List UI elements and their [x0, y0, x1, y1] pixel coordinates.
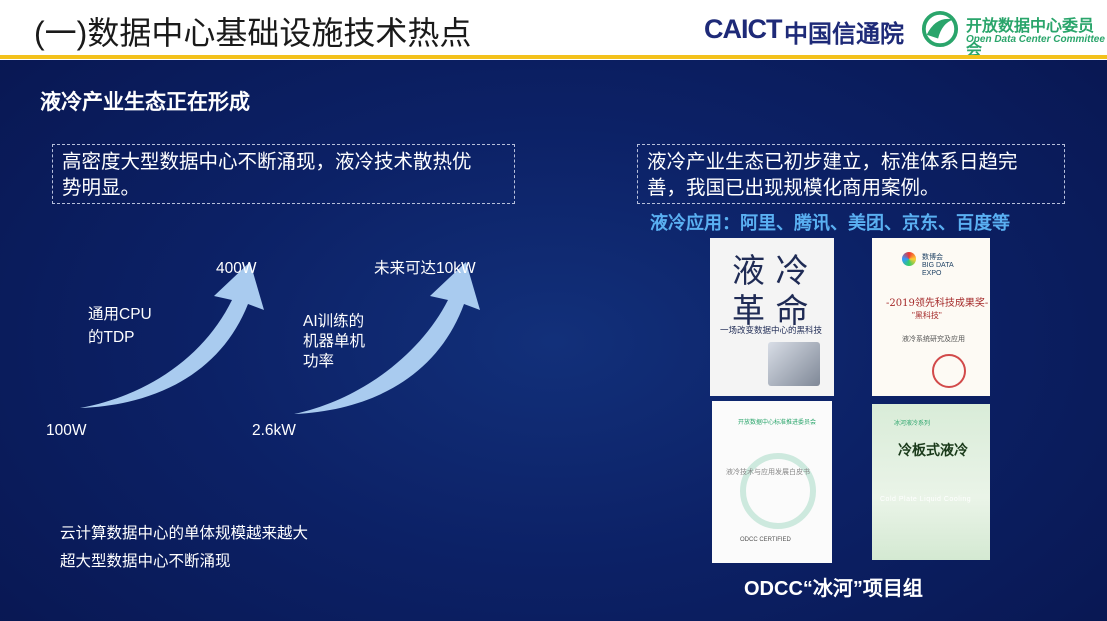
- arrow1-start-label: 100W: [46, 422, 87, 439]
- odcc-logo-icon: [921, 10, 959, 48]
- arrow-icon-cpu: [80, 262, 264, 408]
- book1-char1: 液: [732, 251, 765, 290]
- expo-label: 数博会 BIG DATA EXPO: [922, 254, 954, 277]
- ice-cube-image: [768, 342, 820, 386]
- book-cover-liquid-cooling-revolution: 液 冷 革 命 一场改变数据中心的黑科技: [710, 238, 834, 396]
- odcc-project-group-label: ODCC“冰河”项目组: [744, 578, 923, 600]
- award-subtitle: "黑科技": [912, 311, 942, 320]
- whitepaper-header: 开放数据中心标准推进委员会: [738, 420, 817, 426]
- left-statement-box: 高密度大型数据中心不断涌现，液冷技术散热优 势明显。: [52, 144, 515, 204]
- page-title: (一)数据中心基础设施技术热点: [34, 15, 472, 51]
- arrow2-end-label: 未来可达10kW: [374, 260, 476, 277]
- red-seal-icon: [932, 354, 966, 388]
- applications-line: 液冷应用：阿里、腾讯、美团、京东、百度等: [650, 213, 1010, 233]
- arrow1-desc-line2: 的TDP: [88, 329, 135, 346]
- award-title: -2019领先科技成果奖-: [886, 298, 989, 309]
- book1-char4: 命: [775, 291, 809, 330]
- arrow-icon-ai: [294, 262, 480, 414]
- arrow1-end-label: 400W: [216, 260, 257, 277]
- whitepaper-title: 液冷技术与应用发展白皮书: [726, 469, 810, 476]
- odcc-name: 开放数据中心委员会: [966, 18, 1095, 59]
- caict-logo: CAICT: [704, 14, 782, 44]
- odcc-certified-ring-icon: [740, 453, 816, 529]
- left-statement-line1: 高密度大型数据中心不断涌现，液冷技术散热优: [62, 151, 472, 173]
- header-divider: [0, 55, 1107, 59]
- header-bar: (一)数据中心基础设施技术热点 CAICT 中国信通院 开放数据中心委员会 Op…: [0, 0, 1107, 60]
- cold-plate-series: 冰河液冷系列: [894, 421, 931, 427]
- book1-char3: 革: [732, 291, 765, 330]
- right-statement-line2: 善，我国已出现规模化商用案例。: [647, 177, 940, 199]
- bottom-note-1: 云计算数据中心的单体规模越来越大: [60, 525, 309, 542]
- arrow2-desc-line1: AI训练的: [303, 313, 365, 330]
- award-project: 液冷系统研究及应用: [902, 336, 965, 343]
- cold-plate-title: 冷板式液冷: [898, 442, 968, 458]
- right-statement-box: 液冷产业生态已初步建立，标准体系日趋完 善，我国已出现规模化商用案例。: [637, 144, 1065, 204]
- big-data-expo-logo-icon: [902, 252, 916, 266]
- left-statement-line2: 势明显。: [62, 177, 141, 199]
- cold-plate-cover: 冰河液冷系列 冷板式液冷 Cold Plate Liquid Cooling: [872, 404, 990, 560]
- arrow2-desc-line3: 功率: [303, 353, 335, 370]
- book1-subtitle: 一场改变数据中心的黑科技: [720, 325, 823, 335]
- cold-plate-title-en: Cold Plate Liquid Cooling: [880, 496, 972, 503]
- arrow2-start-label: 2.6kW: [252, 422, 296, 439]
- bottom-note-2: 超大型数据中心不断涌现: [60, 553, 231, 570]
- caict-name: 中国信通院: [784, 21, 904, 48]
- right-statement-line1: 液冷产业生态已初步建立，标准体系日趋完: [647, 151, 1018, 173]
- whitepaper-ring-text: ODCC CERTIFIED: [740, 537, 791, 543]
- award-certificate: 数博会 BIG DATA EXPO -2019领先科技成果奖- "黑科技" 液冷…: [872, 238, 990, 396]
- odcc-name-en: Open Data Center Committee: [966, 34, 1105, 45]
- arrow1-desc-line1: 通用CPU: [88, 306, 152, 323]
- book1-char2: 冷: [775, 251, 809, 290]
- arrow2-desc-line2: 机器单机: [303, 333, 366, 350]
- whitepaper-cover: 开放数据中心标准推进委员会 液冷技术与应用发展白皮书 ODCC CERTIFIE…: [712, 401, 832, 563]
- section-subtitle: 液冷产业生态正在形成: [40, 91, 250, 114]
